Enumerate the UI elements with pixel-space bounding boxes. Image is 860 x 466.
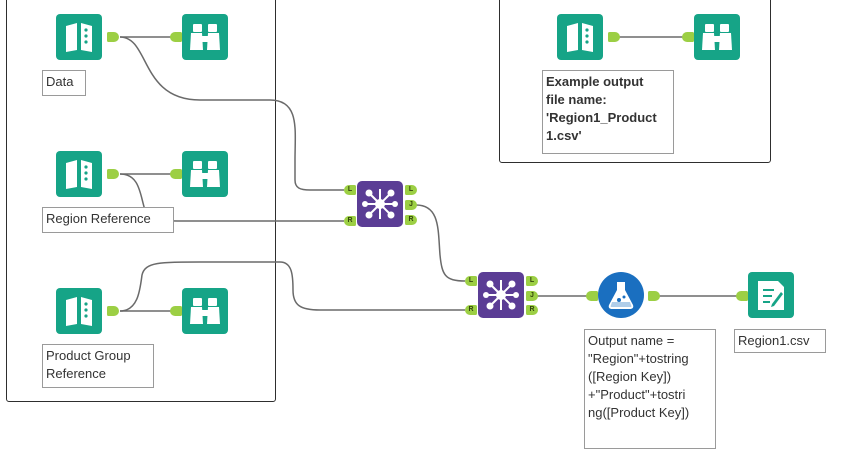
join2-l-out-anchor[interactable]: L bbox=[526, 276, 538, 286]
example-container[interactable] bbox=[499, 0, 771, 163]
join2-right-in-anchor[interactable]: R bbox=[465, 305, 477, 315]
note-line: Example output bbox=[546, 74, 644, 89]
note-line: 'Region1_Product bbox=[546, 110, 657, 125]
wire-join1-join2 bbox=[415, 204, 466, 282]
formula-line: +"Product"+tostri bbox=[588, 387, 686, 402]
browse-data-tool[interactable] bbox=[182, 14, 228, 60]
input-data-icon bbox=[66, 160, 92, 189]
wire-data-join1 bbox=[119, 36, 344, 191]
join1-r-out-anchor[interactable]: R bbox=[405, 215, 417, 225]
formula-line: "Region"+tostring bbox=[588, 351, 689, 366]
join2-tool[interactable] bbox=[478, 272, 524, 318]
join1-left-in-anchor[interactable]: L bbox=[344, 185, 356, 195]
join2-j-out-anchor[interactable]: J bbox=[526, 291, 538, 301]
formula-line: ng([Product Key]) bbox=[588, 405, 690, 420]
input-region-out-anchor[interactable] bbox=[107, 169, 119, 179]
input-data-icon bbox=[66, 23, 92, 52]
formula-out-anchor[interactable] bbox=[648, 291, 660, 301]
input-product-tool[interactable] bbox=[56, 288, 102, 334]
input-data-icon bbox=[567, 23, 593, 52]
browse-product-tool[interactable] bbox=[182, 288, 228, 334]
output-data-icon bbox=[758, 281, 784, 310]
output-data-tool[interactable] bbox=[748, 272, 794, 318]
formula-flask-icon bbox=[608, 282, 634, 309]
join1-j-out-anchor[interactable]: J bbox=[405, 200, 417, 210]
formula-expression-label: Output name = "Region"+tostring ([Region… bbox=[584, 329, 716, 449]
join2-left-in-anchor[interactable]: L bbox=[465, 276, 477, 286]
join2-r-out-anchor[interactable]: R bbox=[526, 305, 538, 315]
note-line: 1.csv' bbox=[546, 128, 582, 143]
example-input-out-anchor[interactable] bbox=[608, 32, 620, 42]
browse-data-in-anchor[interactable] bbox=[170, 32, 182, 42]
wire-product-join2 bbox=[119, 261, 465, 312]
browse-product-in-anchor[interactable] bbox=[170, 306, 182, 316]
formula-line: Output name = bbox=[588, 333, 675, 348]
join1-l-out-anchor[interactable]: L bbox=[405, 185, 417, 195]
output-in-anchor[interactable] bbox=[736, 291, 748, 301]
example-note-label: Example output file name: 'Region1_Produ… bbox=[542, 70, 674, 154]
example-browse-tool[interactable] bbox=[694, 14, 740, 60]
example-input-tool[interactable] bbox=[557, 14, 603, 60]
browse-region-in-anchor[interactable] bbox=[170, 169, 182, 179]
binoculars-icon bbox=[190, 161, 220, 187]
input-region-label: Region Reference bbox=[42, 207, 174, 233]
input-product-out-anchor[interactable] bbox=[107, 306, 119, 316]
binoculars-icon bbox=[190, 298, 220, 324]
binoculars-icon bbox=[190, 24, 220, 50]
input-region-tool[interactable] bbox=[56, 151, 102, 197]
formula-tool[interactable] bbox=[598, 272, 644, 318]
label-line: Reference bbox=[46, 366, 106, 381]
inputs-container[interactable] bbox=[6, 0, 276, 402]
input-product-label: Product Group Reference bbox=[42, 344, 154, 388]
browse-region-tool[interactable] bbox=[182, 151, 228, 197]
input-data-out-anchor[interactable] bbox=[107, 32, 119, 42]
binoculars-icon bbox=[702, 24, 732, 50]
join1-right-in-anchor[interactable]: R bbox=[344, 216, 356, 226]
join-icon bbox=[362, 189, 398, 219]
label-line: Product Group bbox=[46, 348, 131, 363]
input-data-tool[interactable] bbox=[56, 14, 102, 60]
formula-in-anchor[interactable] bbox=[586, 291, 598, 301]
formula-line: ([Region Key]) bbox=[588, 369, 672, 384]
example-browse-in-anchor[interactable] bbox=[682, 32, 694, 42]
join-icon bbox=[483, 280, 519, 310]
input-data-label: Data bbox=[42, 70, 86, 96]
join1-tool[interactable] bbox=[357, 181, 403, 227]
input-data-icon bbox=[66, 297, 92, 326]
output-label: Region1.csv bbox=[734, 329, 826, 353]
note-line: file name: bbox=[546, 92, 607, 107]
